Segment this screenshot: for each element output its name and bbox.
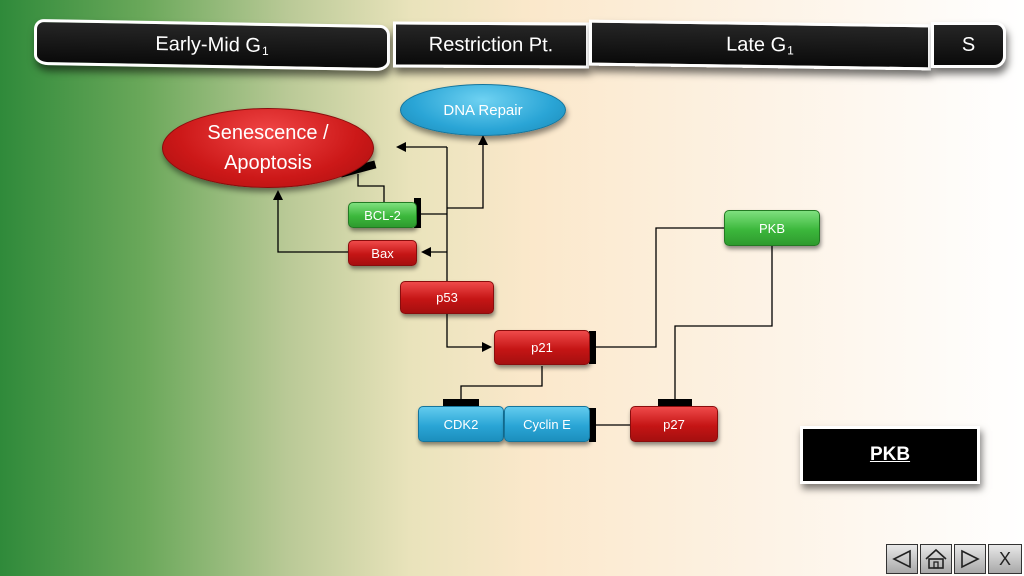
dna-repair-outcome[interactable]: DNA Repair — [400, 84, 566, 136]
p53-to-p21-arrow — [446, 314, 492, 352]
triangle-right-icon — [961, 549, 980, 569]
pkb-inhibits-p21 — [596, 227, 724, 348]
pkb-info-link[interactable]: PKB — [800, 426, 980, 484]
home-button[interactable] — [920, 544, 952, 574]
pkb-info-label: PKB — [869, 444, 911, 465]
node-pkb[interactable]: PKB — [724, 210, 820, 246]
node-cyclin-e[interactable]: Cyclin E — [504, 406, 590, 442]
node-p27[interactable]: p27 — [630, 406, 718, 442]
senescence-apoptosis-label: Senescence / Apoptosis — [207, 122, 329, 174]
node-pkb-label: PKB — [758, 220, 785, 236]
node-bcl2[interactable]: BCL-2 — [348, 202, 417, 228]
pkb-inhibits-p27 — [674, 246, 773, 403]
inhibition-bar-p27 — [658, 399, 692, 406]
senescence-apoptosis-outcome[interactable]: Senescence / Apoptosis — [162, 108, 374, 188]
node-p21[interactable]: p21 — [494, 330, 590, 365]
node-p21-label: p21 — [531, 340, 553, 355]
node-p53-label: p53 — [436, 290, 458, 305]
node-p27-label: p27 — [663, 416, 685, 432]
bcl2-inhibits-senescence — [357, 174, 385, 202]
previous-button[interactable] — [886, 544, 918, 574]
node-cyclin-e-label: Cyclin E — [523, 416, 571, 432]
next-button[interactable] — [954, 544, 986, 574]
inhibition-bar-cdk2 — [443, 399, 479, 406]
node-bax[interactable]: Bax — [348, 240, 417, 266]
close-button[interactable]: X — [988, 544, 1022, 574]
node-bax-label: Bax — [371, 245, 394, 261]
phase-s-label: S — [961, 33, 976, 56]
phase-s[interactable]: S — [931, 22, 1006, 68]
home-icon — [925, 548, 947, 569]
triangle-left-icon — [892, 549, 911, 569]
p53-to-dna-repair-arrow — [447, 135, 488, 209]
node-bcl2-label: BCL-2 — [364, 207, 401, 223]
inhibition-bar-p21 — [589, 331, 596, 364]
node-cdk2[interactable]: CDK2 — [418, 406, 504, 442]
close-label: X — [998, 548, 1011, 569]
p21-inhibits-cdk2 — [460, 366, 543, 403]
inhibition-bar-bcl2 — [414, 198, 421, 228]
node-p53[interactable]: p53 — [400, 281, 494, 314]
node-cdk2-label: CDK2 — [443, 416, 479, 432]
inhibition-bar-cyclin-e — [589, 408, 596, 442]
bax-to-senescence-arrow — [273, 190, 349, 253]
dna-repair-label: DNA Repair — [443, 101, 523, 119]
